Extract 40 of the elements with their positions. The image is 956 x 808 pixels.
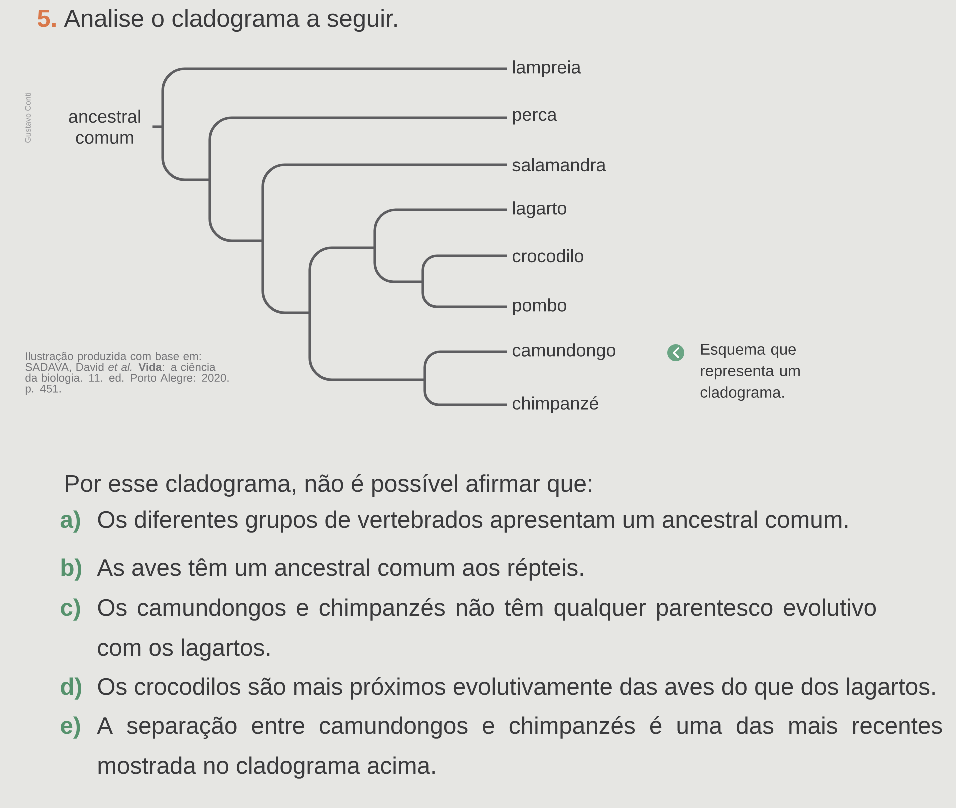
- option-text: A separação entre camundongos e chimpanzés é uma das mais recentes mostrada no cladograma acima.: [97, 716, 942, 779]
- source-note: Ilustração produzida com base em: SADAVA, David et al. Vida: a ciência da biologia. 11. ed. Porto Alegre: 2020. p. 451.: [26, 352, 229, 396]
- branch-line: [424, 380, 507, 406]
- branch-line: [424, 350, 507, 380]
- option-letter: b): [62, 558, 82, 581]
- branch-line: [162, 127, 210, 182]
- taxon-label: camundongo: [512, 344, 616, 360]
- option-text: Os crocodilos são mais próximos evolutivamente das aves do que dos lagartos.: [98, 677, 935, 700]
- taxon-label: pombo: [513, 298, 566, 316]
- taxon-label: crocodilo: [512, 249, 584, 263]
- branch-line: [262, 241, 310, 314]
- branch-line: [162, 68, 507, 127]
- title: Analise o cladograma a seguir.: [64, 9, 397, 32]
- ancestor-label: ancestral comum: [69, 110, 140, 144]
- taxon-label: salamandra: [512, 158, 606, 172]
- branch-line: [262, 164, 507, 241]
- option-text: As aves têm um ancestral comum aos répteis.: [97, 558, 584, 581]
- credit-text: Gustavo Conti: [25, 93, 31, 143]
- taxon-label: lagarto: [513, 202, 566, 218]
- taxon-label: chimpanzé: [512, 396, 598, 414]
- taxon-label: perca: [513, 111, 558, 125]
- option-letter: a): [60, 510, 80, 533]
- branch-line: [422, 282, 507, 308]
- question-stem: Por esse cladograma, não é possível afirmar que:: [66, 474, 592, 497]
- branch-line: [308, 246, 375, 313]
- branch-line: [208, 116, 507, 180]
- branch-line: [422, 254, 507, 282]
- branch-line: [152, 126, 163, 128]
- branch-line: [308, 313, 425, 382]
- option-text: Os diferentes grupos de vertebrados apresentam um ancestral comum.: [98, 510, 848, 533]
- taxon-label: lampreia: [513, 60, 582, 78]
- option-letter: d): [61, 678, 82, 700]
- branch-line: [374, 208, 507, 248]
- question-number: 5.: [38, 10, 56, 28]
- option-letter: c): [61, 598, 80, 621]
- option-letter: e): [61, 716, 80, 739]
- option-text: Os camundongos e chimpanzés não têm qualquer parentesco evolutivo com os lagartos.: [98, 598, 876, 661]
- branch-line: [374, 248, 423, 284]
- branch-line: [208, 180, 263, 242]
- caption-text: Esquema que representa um cladograma.: [700, 344, 800, 402]
